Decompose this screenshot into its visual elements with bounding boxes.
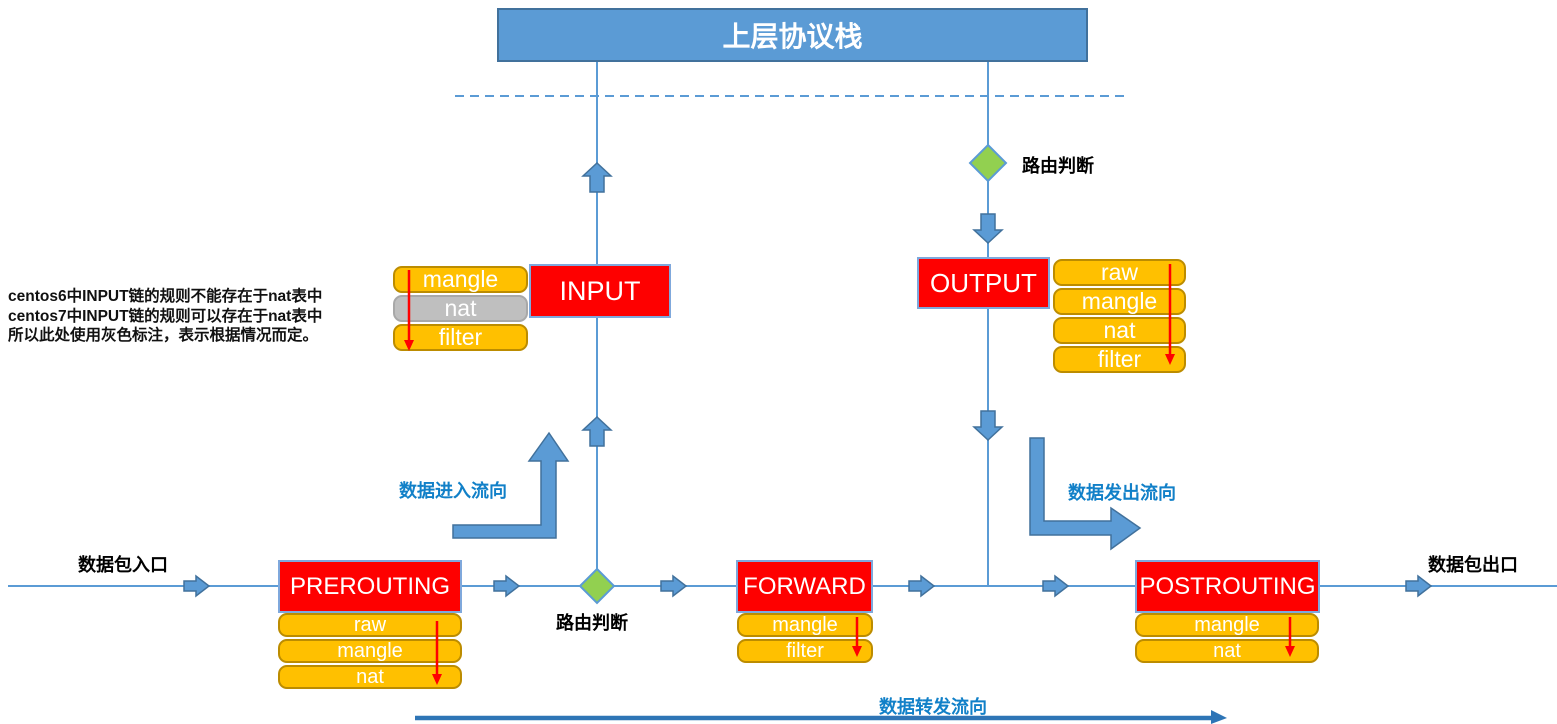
routing-decision-label-bottom: 路由判断 bbox=[556, 613, 628, 633]
input-table-filter: filter bbox=[393, 324, 528, 351]
postrouting-table-nat: nat bbox=[1135, 639, 1319, 663]
output-chain-box: OUTPUT bbox=[917, 257, 1050, 309]
output-table-mangle: mangle bbox=[1053, 288, 1186, 315]
forward-tables-stack: mangle filter bbox=[737, 613, 873, 663]
output-table-raw: raw bbox=[1053, 259, 1186, 286]
prerouting-chain-box: PREROUTING bbox=[278, 560, 462, 613]
routing-decision-label-top: 路由判断 bbox=[1022, 156, 1094, 176]
prerouting-tables-stack: raw mangle nat bbox=[278, 613, 462, 689]
flow-outgoing-label: 数据发出流向 bbox=[1068, 483, 1176, 503]
arrow-up-input-top-icon bbox=[581, 161, 613, 193]
flow-incoming-label: 数据进入流向 bbox=[399, 481, 507, 501]
forward-table-mangle: mangle bbox=[737, 613, 873, 637]
routing-decision-diamond-bottom-icon bbox=[578, 567, 616, 605]
note-line-1: centos6中INPUT链的规则不能存在于nat表中 bbox=[8, 288, 323, 305]
input-table-nat: nat bbox=[393, 295, 528, 322]
prerouting-table-raw: raw bbox=[278, 613, 462, 637]
input-tables-stack: mangle nat filter bbox=[393, 266, 528, 351]
packet-exit-label: 数据包出口 bbox=[1428, 555, 1518, 575]
input-chain-box: INPUT bbox=[529, 264, 671, 318]
forward-flow-arrowhead-icon bbox=[1211, 710, 1227, 724]
upper-protocol-stack-label: 上层协议栈 bbox=[722, 21, 863, 52]
forward-chain-label: FORWARD bbox=[743, 572, 866, 600]
prerouting-chain-label: PREROUTING bbox=[289, 572, 450, 600]
arrow-right-after-prerouting-icon bbox=[493, 574, 521, 598]
arrow-right-after-forward-icon bbox=[908, 574, 936, 598]
upper-protocol-stack-box: 上层协议栈 bbox=[497, 8, 1088, 62]
centos-nat-note: centos6中INPUT链的规则不能存在于nat表中 centos7中INPU… bbox=[8, 287, 322, 346]
arrow-right-before-postrouting-icon bbox=[1042, 574, 1070, 598]
flow-forwarding-label: 数据转发流向 bbox=[879, 697, 987, 717]
note-line-3: 所以此处使用灰色标注，表示根据情况而定。 bbox=[8, 327, 319, 344]
arrow-down-output-top-icon bbox=[972, 213, 1004, 245]
routing-decision-diamond-top-icon bbox=[968, 143, 1008, 183]
input-chain-label: INPUT bbox=[559, 275, 641, 306]
arrow-right-exit-icon bbox=[1405, 574, 1433, 598]
output-table-filter: filter bbox=[1053, 346, 1186, 373]
forward-table-filter: filter bbox=[737, 639, 873, 663]
prerouting-table-mangle: mangle bbox=[278, 639, 462, 663]
prerouting-table-nat: nat bbox=[278, 665, 462, 689]
arrow-right-entry-icon bbox=[183, 574, 211, 598]
postrouting-tables-stack: mangle nat bbox=[1135, 613, 1319, 663]
packet-entry-label: 数据包入口 bbox=[78, 555, 168, 575]
output-chain-label: OUTPUT bbox=[930, 267, 1037, 298]
postrouting-chain-box: POSTROUTING bbox=[1135, 560, 1320, 613]
postrouting-table-mangle: mangle bbox=[1135, 613, 1319, 637]
arrow-right-before-forward-icon bbox=[660, 574, 688, 598]
arrow-up-input-mid-icon bbox=[581, 415, 613, 447]
arrow-down-output-mid-icon bbox=[972, 410, 1004, 442]
note-line-2: centos7中INPUT链的规则可以存在于nat表中 bbox=[8, 307, 323, 325]
forward-chain-box: FORWARD bbox=[736, 560, 873, 613]
output-tables-stack: raw mangle nat filter bbox=[1053, 259, 1186, 373]
postrouting-chain-label: POSTROUTING bbox=[1139, 572, 1316, 600]
output-table-nat: nat bbox=[1053, 317, 1186, 344]
input-table-mangle: mangle bbox=[393, 266, 528, 293]
